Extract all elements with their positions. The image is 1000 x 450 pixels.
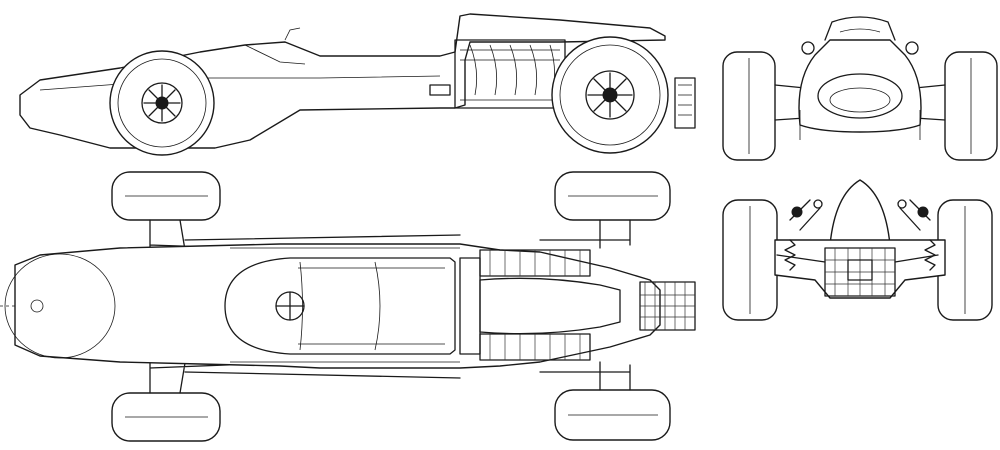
side-gearbox-fins: [678, 84, 692, 116]
front-suspension-arms: [774, 84, 946, 121]
front-right-mirror: [905, 41, 919, 55]
top-side-pods: [230, 247, 460, 363]
front-left-mirror: [801, 41, 815, 55]
top-left-exhaust-detail: [489, 250, 581, 276]
side-rear-wheel: [551, 36, 669, 154]
top-rear-right-suspension: [539, 361, 631, 391]
side-fuel-pump: [429, 84, 451, 96]
top-front-left-suspension: [149, 219, 461, 256]
rear-right-carb: [897, 199, 907, 209]
top-body-shell: [14, 243, 661, 369]
top-tire-treads: [125, 195, 658, 418]
top-seat-line: [374, 261, 381, 351]
top-cockpit-rim: [298, 267, 445, 345]
side-front-rim: [141, 82, 183, 124]
rear-left-spring: [784, 239, 796, 271]
side-engine-lines: [460, 49, 560, 101]
side-rear-tire-inner: [559, 44, 661, 146]
side-exhaust-pipes: [469, 44, 555, 96]
top-steering-spokes: [275, 291, 305, 321]
top-right-exhaust-detail: [489, 334, 581, 360]
top-front-right-suspension: [149, 357, 461, 394]
front-springs: [799, 110, 921, 140]
side-gearbox: [674, 77, 696, 129]
top-rear-left-suspension: [539, 219, 631, 249]
rear-left-exhaust-tip: [791, 206, 803, 218]
side-rear-rim: [585, 70, 635, 120]
side-front-wheel: [109, 50, 215, 156]
front-nose-intake: [817, 73, 903, 119]
rear-driveshafts: [776, 254, 939, 263]
front-nose-inner: [829, 87, 891, 113]
side-view: [19, 13, 696, 156]
side-windscreen: [244, 44, 306, 65]
side-rear-spokes: [587, 72, 633, 118]
top-engine-block: [479, 277, 621, 335]
rear-engine-cover: [829, 179, 891, 246]
rear-right-exhaust-tip: [917, 206, 929, 218]
top-cockpit-opening: [224, 257, 456, 355]
rear-left-carb: [813, 199, 823, 209]
front-body-shell: [798, 39, 922, 133]
side-mirror: [284, 27, 301, 41]
front-helmet-line: [839, 28, 881, 33]
rear-view: [722, 179, 993, 321]
top-nose-cone: [4, 253, 116, 359]
side-front-spokes: [143, 84, 181, 122]
rear-tire-treads: [749, 206, 966, 314]
top-view: [0, 171, 696, 442]
front-tire-treads: [748, 58, 972, 154]
top-nose-badge: [30, 299, 44, 313]
front-view: [722, 16, 998, 161]
side-front-tire-inner: [117, 58, 207, 148]
top-gearbox-grid: [640, 282, 695, 330]
front-windscreen: [824, 16, 896, 41]
rear-oil-cap: [847, 259, 873, 281]
top-engine: [459, 249, 696, 361]
